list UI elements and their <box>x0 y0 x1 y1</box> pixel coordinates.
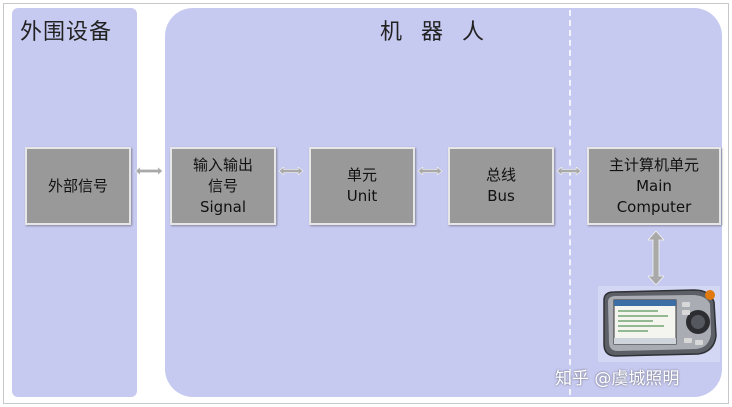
io-signal-box: 输入输出 信号 Signal <box>170 147 276 225</box>
unit-label-cn: 单元 <box>346 166 377 184</box>
external-signal-label: 外部信号 <box>47 176 108 195</box>
unit-box: 单元 Unit <box>309 147 415 225</box>
double-arrow-icon <box>417 167 443 175</box>
peripheral-title: 外围设备 <box>20 20 113 45</box>
bus-box: 总线 Bus <box>448 147 554 225</box>
watermark: 知乎 @虞城照明 <box>555 369 680 389</box>
main-computer-box: 主计算机单元 Main Computer <box>587 147 721 225</box>
main-computer-label-en-2: Computer <box>616 197 692 216</box>
teach-pendant-icon <box>598 286 720 362</box>
bus-label-en: Bus <box>487 187 515 205</box>
double-arrow-icon <box>134 167 164 175</box>
bus-label-cn: 总线 <box>485 166 516 184</box>
main-computer-label-en-1: Main <box>636 176 672 195</box>
double-arrow-icon <box>556 167 582 175</box>
io-signal-label-cn-2: 信号 <box>207 176 238 195</box>
vertical-double-arrow-icon <box>648 231 664 285</box>
io-signal-label-en: Signal <box>199 197 247 216</box>
io-signal-label-cn-1: 输入输出 <box>192 155 253 174</box>
robot-title: 机 器 人 <box>380 20 490 45</box>
main-computer-label-cn: 主计算机单元 <box>608 155 699 174</box>
double-arrow-icon <box>278 167 304 175</box>
external-signal-box: 外部信号 <box>25 147 131 225</box>
dashed-divider <box>569 10 571 395</box>
unit-label-en: Unit <box>346 187 378 205</box>
